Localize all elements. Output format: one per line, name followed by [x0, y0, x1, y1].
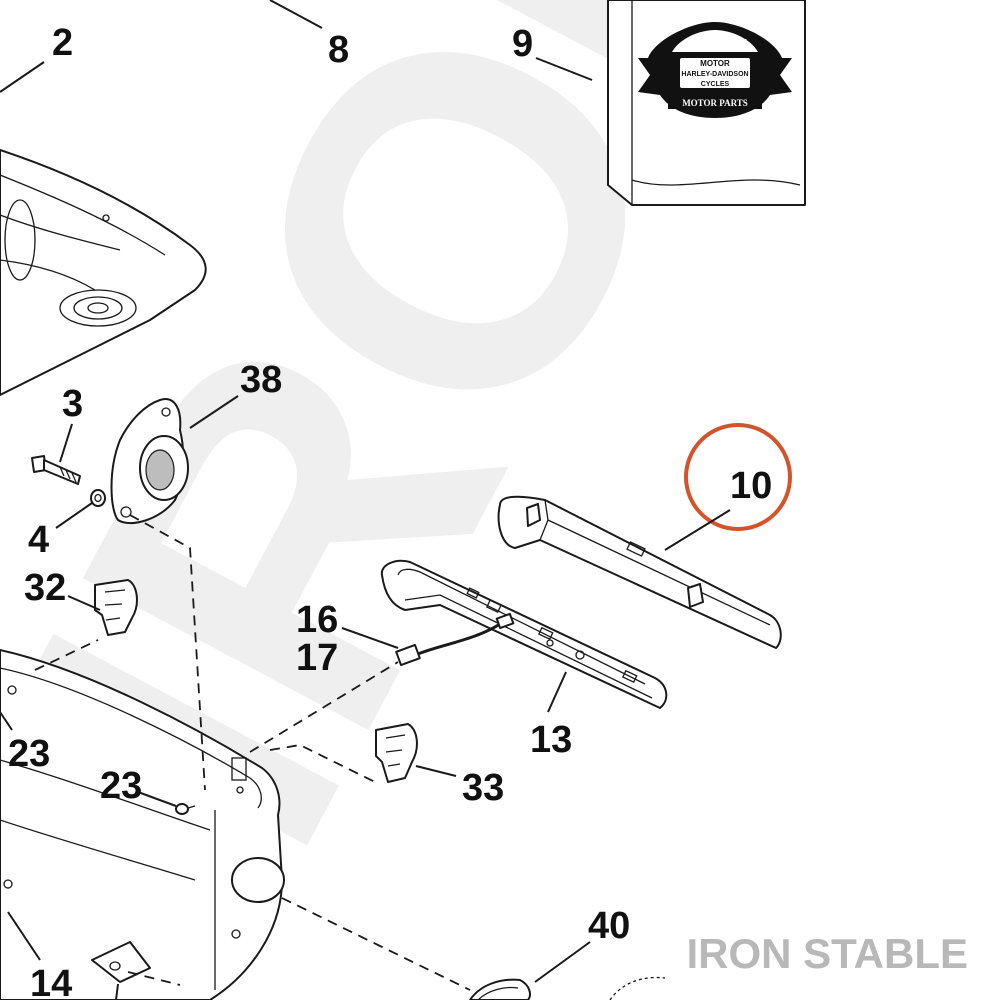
logo-harley-davidson: HARLEY-DAVIDSON	[681, 71, 748, 78]
part-40-lens	[469, 976, 666, 1000]
part-4-washer	[90, 489, 106, 507]
part-bracket	[91, 941, 181, 986]
part-2-housing	[0, 149, 207, 396]
callout-label: 14	[30, 963, 72, 1000]
leader-4	[55, 502, 93, 529]
callout-label: 17	[296, 637, 338, 679]
brand-iron-stable: IRON STABLE	[686, 930, 968, 977]
part-3-bolt	[31, 455, 81, 485]
leader-38	[189, 395, 239, 429]
leader-23a	[0, 711, 13, 731]
leader-3	[59, 423, 73, 463]
part-9-box: GENUINE MOTOR HARLEY-DAVIDSON CYCLES MOT…	[607, 0, 806, 206]
callout-label: 9	[512, 23, 533, 65]
callout-label: 23	[100, 765, 142, 807]
callout-label: 33	[462, 767, 504, 809]
part-10-bar	[497, 495, 782, 649]
callout-label: 13	[530, 719, 572, 761]
assembly-line-38	[129, 514, 206, 791]
leader-8	[269, 0, 323, 29]
leader-14	[7, 911, 41, 961]
logo-motor: MOTOR	[700, 59, 730, 68]
leader-33	[415, 765, 457, 777]
assembly-line-32	[34, 639, 99, 671]
callout-label: 38	[240, 359, 282, 401]
callout-label: 32	[24, 567, 66, 609]
callout-label: 16	[296, 599, 338, 641]
leader-16	[341, 627, 399, 649]
callout-label: 40	[588, 905, 630, 947]
callout-label: 4	[28, 519, 49, 561]
genuine-motor-parts-logo: GENUINE MOTOR HARLEY-DAVIDSON CYCLES MOT…	[638, 22, 792, 118]
assembly-line-40	[281, 897, 471, 991]
part-38-mount	[110, 398, 189, 525]
callout-label: 3	[62, 383, 83, 425]
leader-23b	[137, 791, 177, 807]
part-33-clip	[375, 723, 418, 783]
leader-32	[67, 595, 101, 611]
part-14-bucket	[0, 649, 285, 1000]
leader-10	[664, 509, 731, 551]
callout-label: 8	[328, 29, 349, 71]
leader-bracket	[115, 983, 119, 1000]
logo-cycles: CYCLES	[701, 81, 730, 88]
logo-genuine: GENUINE	[682, 37, 747, 52]
part-13-housing	[380, 559, 668, 709]
part-23-screw	[175, 803, 196, 815]
logo-motor-parts: MOTOR PARTS	[682, 98, 748, 108]
callout-label: 10	[730, 465, 772, 507]
leader-9	[535, 57, 593, 81]
callout-label: 2	[52, 22, 73, 64]
leader-2	[0, 61, 45, 93]
part-32-clip	[94, 579, 138, 636]
leader-40	[534, 941, 591, 983]
callout-label: 23	[8, 733, 50, 775]
part-10-highlight-circle	[684, 423, 792, 531]
assembly-line-33	[269, 744, 376, 783]
part-16-17-connector	[395, 612, 515, 666]
leader-13	[547, 671, 567, 713]
assembly-line-16	[249, 661, 399, 753]
